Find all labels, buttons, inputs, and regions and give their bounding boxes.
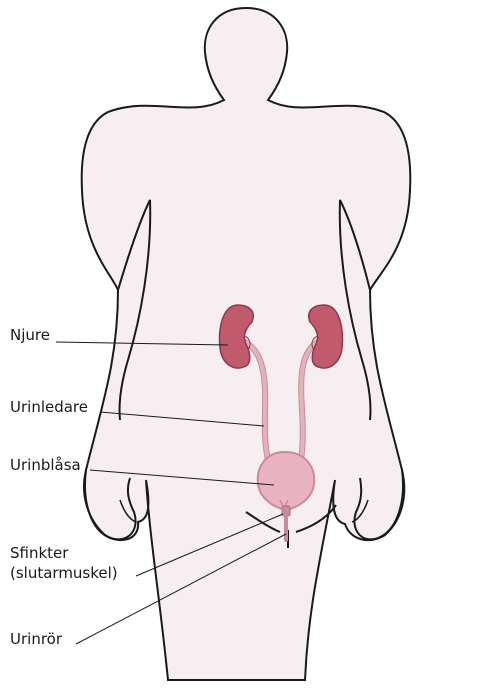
label-njure: Njure <box>10 326 50 344</box>
label-slutarmuskel: (slutarmuskel) <box>10 564 118 582</box>
label-urinledare: Urinledare <box>10 398 88 416</box>
label-urinror: Urinrör <box>10 630 62 648</box>
label-urinblasa: Urinblåsa <box>10 456 81 474</box>
label-sfinkter: Sfinkter <box>10 544 68 562</box>
